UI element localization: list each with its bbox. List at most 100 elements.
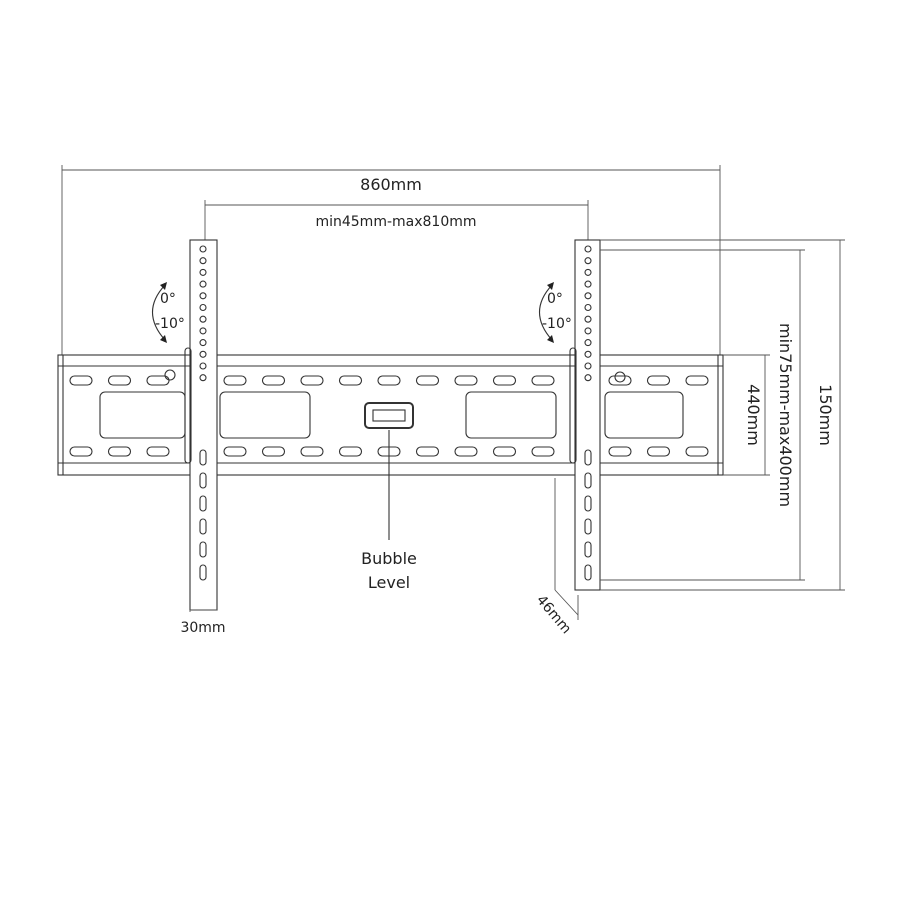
arrow-head-icon <box>160 282 167 290</box>
plate-slot <box>223 446 247 457</box>
arm-hole <box>584 303 592 312</box>
callout-line2: Level <box>368 573 410 592</box>
plate-slot <box>608 375 632 386</box>
arm-slot <box>584 495 592 512</box>
plate-slot <box>69 375 93 386</box>
arm-slot <box>199 449 207 466</box>
vesa-vertical-dimension: min75mm-max400mm <box>600 249 805 581</box>
plate-slot <box>300 375 324 386</box>
arm-slot <box>584 564 592 581</box>
arm-slot <box>199 495 207 512</box>
arm-hole <box>199 315 207 323</box>
plate-height-dimension: 440mm <box>723 354 770 476</box>
bubble-level: Bubble Level <box>361 402 417 592</box>
plate-slot <box>608 446 632 457</box>
vesa-horizontal-dimension: min45mm-max810mm <box>204 200 589 240</box>
plate-slot <box>492 446 517 457</box>
arm-hole <box>584 374 592 382</box>
plate-slot <box>646 446 671 457</box>
arm-slot <box>199 564 207 581</box>
arm-hole <box>584 280 592 288</box>
arm-slot <box>584 449 592 466</box>
plate-slot <box>685 375 709 386</box>
plate-slot <box>338 375 363 386</box>
plate-slot <box>415 446 440 457</box>
arm-hole <box>584 268 592 276</box>
plate-height-label: 440mm <box>744 384 763 446</box>
arm-slot <box>584 472 592 489</box>
arm-hole <box>584 339 592 347</box>
arrow-head-icon <box>547 335 554 343</box>
arm-height-dimension: 150mm <box>600 239 845 591</box>
plate-slot <box>454 375 478 386</box>
tilt-arrow-icon <box>539 284 553 341</box>
right-tilt-indicator: 0° -10° <box>539 282 572 343</box>
arm-slot <box>584 518 592 535</box>
arm-height-label: 150mm <box>816 384 835 446</box>
plate-slot <box>300 446 324 457</box>
plate-slots <box>69 375 709 457</box>
tilt-up-label: 0° <box>160 291 176 307</box>
plate-slot <box>646 375 671 386</box>
arm-slot <box>199 472 207 489</box>
left-tilt-indicator: 0° -10° <box>152 282 185 343</box>
overall-width-label: 860mm <box>360 175 422 194</box>
arm-hole <box>199 280 207 288</box>
plate-slot <box>685 446 709 457</box>
wall-depth-dimension: 46mm <box>533 478 579 637</box>
arm-holes <box>199 245 592 581</box>
wall-depth-label: 46mm <box>533 592 574 637</box>
plate-window <box>604 391 684 439</box>
plate-slot <box>146 446 170 457</box>
arm-hole <box>584 350 592 358</box>
right-latch <box>569 347 577 464</box>
lock-knob <box>164 369 176 381</box>
plate-slot <box>531 375 555 386</box>
arm-hole <box>199 350 207 358</box>
arm-hole <box>199 303 207 312</box>
plate-slot <box>261 375 286 386</box>
tilt-arrow-icon <box>152 284 166 341</box>
plate-slot <box>531 446 555 457</box>
callout-line1: Bubble <box>361 549 417 568</box>
plate-slot <box>69 446 93 457</box>
plate-slot <box>454 446 478 457</box>
arrow-head-icon <box>547 282 554 290</box>
arm-hole <box>199 292 207 300</box>
left-arm <box>189 239 218 611</box>
plate-slot <box>492 375 517 386</box>
tilt-up-label: 0° <box>547 291 563 307</box>
arm-hole <box>584 245 592 253</box>
arm-hole <box>199 327 207 335</box>
wall-plate <box>57 354 724 476</box>
plate-slot <box>261 446 286 457</box>
plate-window <box>219 391 311 439</box>
plate-slot <box>415 375 440 386</box>
arm-hole <box>199 339 207 347</box>
arm-hole <box>199 362 207 370</box>
arm-slot <box>584 541 592 558</box>
arm-hole <box>199 268 207 276</box>
arm-hole <box>584 315 592 323</box>
left-latch <box>184 347 192 464</box>
arm-hole <box>584 292 592 300</box>
arm-hole <box>584 257 592 265</box>
arm-slot <box>199 541 207 558</box>
tilt-down-label: -10° <box>542 316 572 332</box>
plate-slot <box>223 375 247 386</box>
arm-hole <box>199 245 207 253</box>
plate-slot <box>146 375 170 386</box>
plate-slot <box>377 375 401 386</box>
plate-slot <box>107 375 132 386</box>
tilt-down-label: -10° <box>155 316 185 332</box>
vesa-horizontal-label: min45mm-max810mm <box>315 214 476 230</box>
plate-slot <box>338 446 363 457</box>
arm-hole <box>584 327 592 335</box>
arm-slot <box>199 518 207 535</box>
overall-width-dimension: 860mm <box>61 165 721 355</box>
arm-width-dimension: 30mm <box>180 609 226 636</box>
lock-knob <box>614 371 626 383</box>
arm-hole <box>584 362 592 370</box>
vesa-vertical-label: min75mm-max400mm <box>776 323 795 507</box>
